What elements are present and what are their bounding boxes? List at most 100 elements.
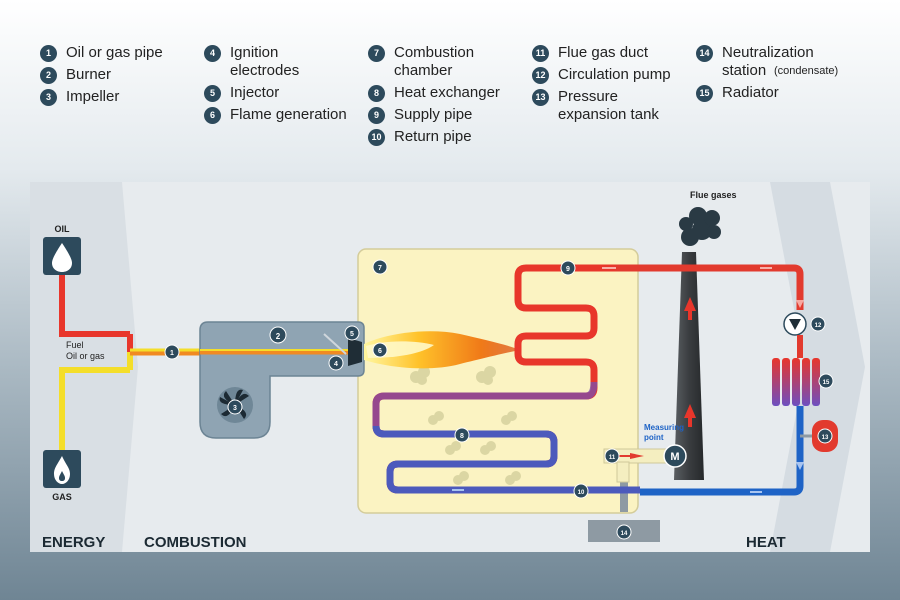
legend-number-badge: 4 [204, 45, 221, 62]
flue-up-arrow-bottom [684, 404, 696, 418]
gas-pipe [59, 367, 130, 452]
oil-drop-icon [52, 243, 72, 272]
marker-2: 2 [269, 326, 287, 344]
legend-label: Combustion chamber [394, 44, 475, 79]
gas-flame-icon [54, 456, 70, 484]
marker-5: 5 [344, 325, 360, 341]
legend-item-neutralization-station: 14 Neutralization station (condensate) [696, 44, 838, 80]
marker-4-label: 4 [334, 361, 338, 368]
legend-column-5: 14 Neutralization station (condensate) 1… [696, 44, 838, 106]
marker-9-label: 9 [566, 266, 570, 273]
marker-15-label: 15 [823, 380, 830, 386]
legend-number-badge: 3 [40, 89, 57, 106]
legend-column-4: 11 Flue gas duct 12 Circulation pump 13 … [532, 44, 671, 128]
heating-system-diagram: OIL GAS Fuel Oil or gas [30, 182, 865, 552]
marker-1-label: 1 [170, 350, 174, 357]
flue-gas-duct-branch [616, 461, 630, 483]
legend-column-2: 4 Ignition electrodes 5 Injector 6 Flame… [204, 44, 347, 128]
flue-up-arrow-top [684, 297, 696, 311]
legend-label: Injector [230, 84, 280, 101]
legend-item-ignition-electrodes: 4 Ignition electrodes [204, 44, 347, 80]
supply-flow-arrow [796, 300, 804, 308]
section-label-energy: ENERGY [42, 534, 105, 551]
motor-label: M [670, 451, 679, 463]
legend-label: Circulation pump [558, 66, 671, 83]
flue-up-arrow-top-stem [688, 310, 692, 320]
legend-item-pressure-expansion-tank: 13 Pressure expansion tank [532, 88, 671, 124]
diagram-panel: OIL GAS Fuel Oil or gas [30, 182, 870, 552]
legend-label: Impeller [66, 88, 120, 105]
marker-13: 13 [817, 428, 833, 444]
legend-number-badge: 6 [204, 107, 221, 124]
flue-up-arrow-bottom-stem [688, 417, 692, 427]
oil-label: OIL [55, 224, 71, 234]
legend-number-badge: 13 [532, 89, 549, 106]
section-label-combustion: COMBUSTION [144, 534, 247, 551]
flame [364, 331, 520, 369]
motor-m-icon [663, 444, 687, 468]
legend-label: Flame generation [230, 106, 347, 123]
flue-gases-label: Flue gases [690, 190, 737, 200]
combustion-smoke-puffs [410, 366, 521, 485]
legend-number-badge: 9 [368, 107, 385, 124]
ignition-electrode [323, 333, 347, 355]
marker-15: 15 [818, 373, 834, 389]
legend-sublabel: (condensate) [774, 65, 839, 77]
legend-item-injector: 5 Injector [204, 84, 347, 102]
legend: 1 Oil or gas pipe 2 Burner 3 Impeller 4 … [40, 44, 900, 164]
legend-item-supply-pipe: 9 Supply pipe [368, 106, 500, 124]
legend-item-impeller: 3 Impeller [40, 88, 163, 106]
legend-item-flue-gas-duct: 11 Flue gas duct [532, 44, 671, 62]
radiator [772, 358, 820, 406]
legend-number-badge: 5 [204, 85, 221, 102]
legend-item-return-pipe: 10 Return pipe [368, 128, 500, 146]
measuring-label: Measuring [644, 423, 684, 432]
heat-exchanger-coil-cold [372, 425, 640, 494]
supply-pipe [615, 264, 804, 310]
legend-item-oil-gas-pipe: 1 Oil or gas pipe [40, 44, 163, 62]
legend-number-badge: 1 [40, 45, 57, 62]
injector [348, 338, 362, 366]
legend-label: Oil or gas pipe [66, 44, 163, 61]
measuring-point-label: point [644, 433, 664, 442]
marker-12-label: 12 [815, 323, 822, 329]
legend-item-combustion-chamber: 7 Combustion chamber [368, 44, 500, 80]
marker-11: 11 [604, 448, 620, 464]
legend-number-badge: 10 [368, 129, 385, 146]
marker-7-label: 7 [378, 265, 382, 272]
marker-10-label: 10 [578, 490, 585, 496]
legend-label: Return pipe [394, 128, 472, 145]
marker-1: 1 [164, 344, 180, 360]
chimney [674, 252, 704, 480]
pump-triangle-icon [789, 319, 801, 330]
legend-column-3: 7 Combustion chamber 8 Heat exchanger 9 … [368, 44, 500, 150]
marker-9: 9 [560, 260, 576, 276]
marker-14-label: 14 [621, 531, 628, 537]
legend-item-burner: 2 Burner [40, 66, 163, 84]
legend-label: Heat exchanger [394, 84, 500, 101]
legend-label: Ignition electrodes [230, 44, 300, 79]
marker-13-label: 13 [822, 435, 829, 441]
return-pipe [640, 406, 804, 496]
marker-12: 12 [810, 316, 826, 332]
marker-7: 7 [372, 259, 388, 275]
legend-number-badge: 7 [368, 45, 385, 62]
legend-item-flame-generation: 6 Flame generation [204, 106, 347, 124]
legend-item-heat-exchanger: 8 Heat exchanger [368, 84, 500, 102]
legend-label: Supply pipe [394, 106, 473, 123]
legend-label: Flue gas duct [558, 44, 649, 61]
combustion-chamber [357, 248, 639, 514]
marker-3: 3 [227, 399, 243, 415]
marker-6-label: 6 [378, 348, 382, 355]
marker-6: 6 [372, 342, 388, 358]
legend-label: Radiator [722, 84, 779, 101]
legend-number-badge: 2 [40, 67, 57, 84]
legend-column-1: 1 Oil or gas pipe 2 Burner 3 Impeller [40, 44, 163, 110]
fuel-type-label: Oil or gas [66, 351, 105, 361]
legend-number-badge: 12 [532, 67, 549, 84]
legend-item-radiator: 15 Radiator [696, 84, 814, 102]
marker-10: 10 [573, 483, 589, 499]
marker-14: 14 [616, 524, 632, 540]
marker-8-label: 8 [460, 433, 464, 440]
flue-gas-smoke [679, 207, 721, 246]
